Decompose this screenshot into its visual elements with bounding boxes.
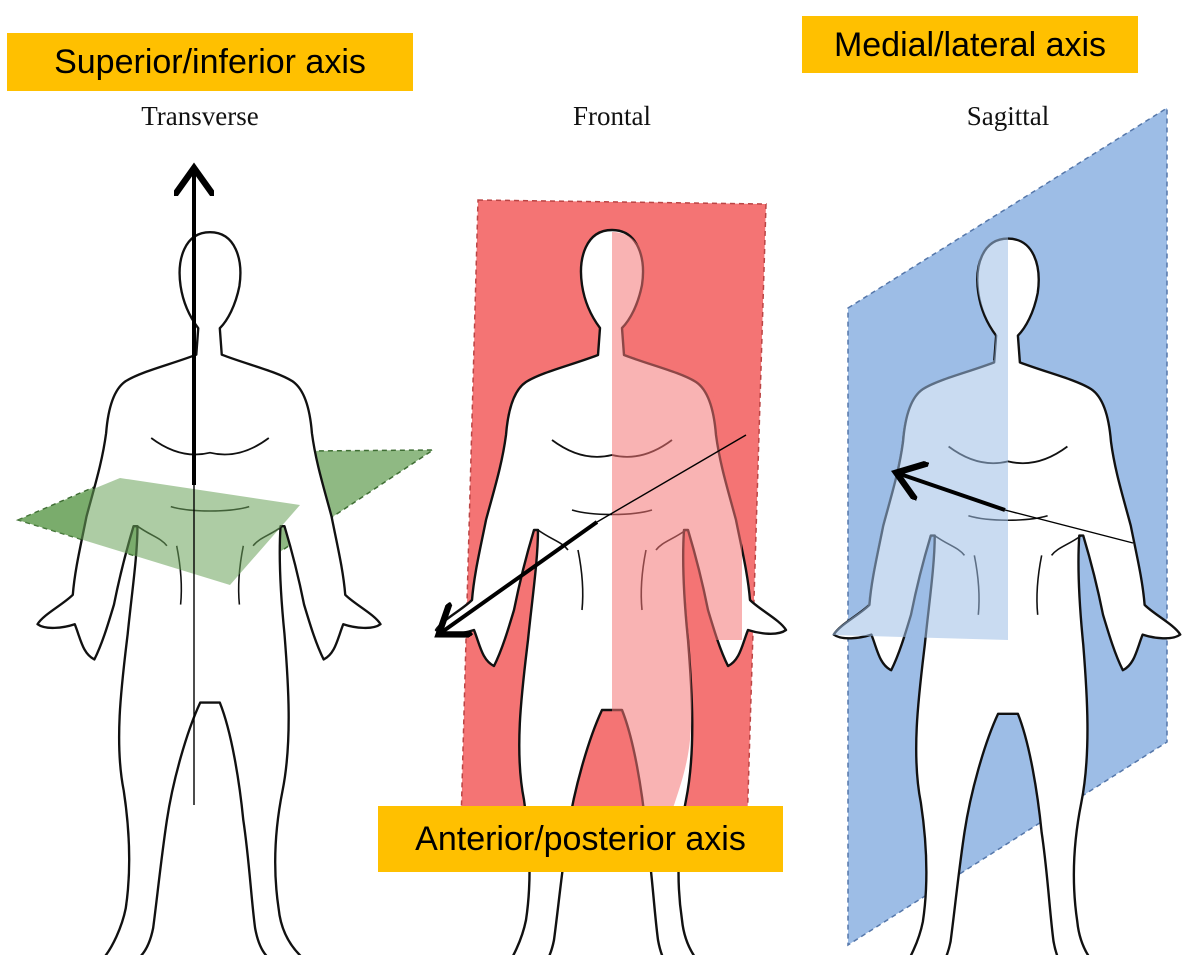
sagittal-plane-title: Sagittal xyxy=(967,101,1050,132)
medial-lateral-axis-label: Medial/lateral axis xyxy=(802,16,1138,73)
transverse-figure xyxy=(18,172,433,955)
frontal-plane-title: Frontal xyxy=(573,101,651,132)
sagittal-figure xyxy=(832,108,1180,955)
anterior-posterior-axis-label: Anterior/posterior axis xyxy=(378,806,783,872)
superior-inferior-axis-label: Superior/inferior axis xyxy=(7,33,413,91)
transverse-plane-title: Transverse xyxy=(141,101,259,132)
